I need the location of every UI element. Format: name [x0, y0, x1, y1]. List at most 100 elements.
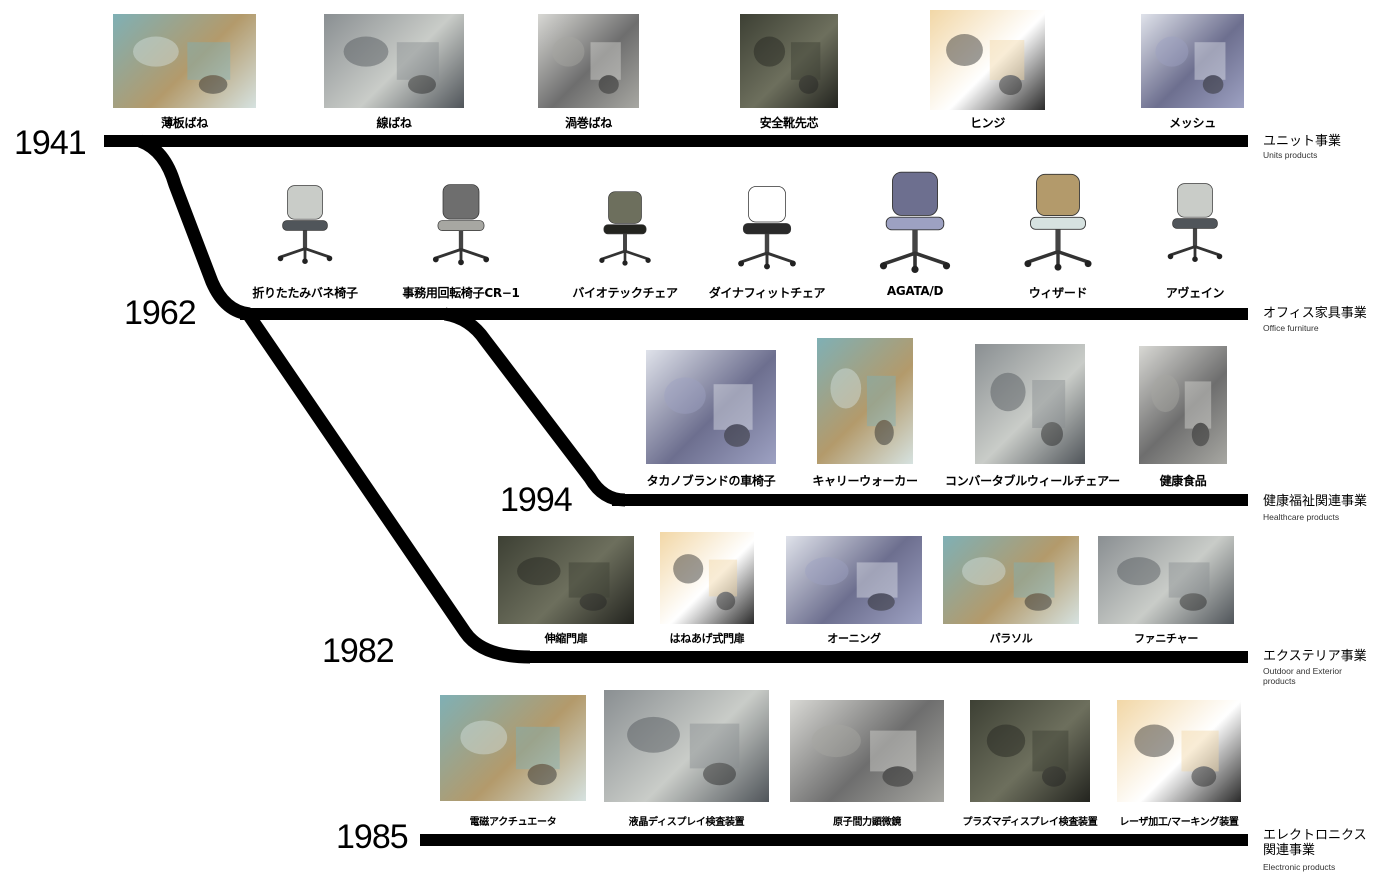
year-1982: 1982	[322, 632, 395, 670]
year-1985: 1985	[336, 818, 409, 856]
product-label: プラズマディスプレイ検査装置	[962, 817, 1098, 828]
product-office-6: アヴェイン	[1160, 162, 1230, 300]
category-electronics-subtitle: Electronic products	[1263, 862, 1336, 872]
product-label: アヴェイン	[1165, 286, 1225, 300]
product-label: キャリーウォーカー	[812, 474, 918, 488]
dynafit-chair-photo	[730, 172, 804, 278]
safety-shoe-toe-cap-photo	[740, 14, 838, 108]
category-office-title: オフィス家具事業	[1263, 306, 1367, 321]
carry-walker-photo	[817, 338, 913, 464]
product-label: 渦巻ばね	[565, 116, 612, 130]
wire-spring-photo	[324, 14, 464, 108]
product-label: 電磁アクチュエータ	[469, 817, 557, 828]
product-electronics-2: 原子間力顕微鏡	[790, 700, 944, 829]
year-1994: 1994	[500, 481, 573, 519]
product-office-4: AGATA/D	[870, 160, 960, 300]
product-office-0: 折りたたみバネ椅子	[252, 168, 358, 300]
product-units-3: 安全靴先芯	[740, 14, 838, 130]
product-electronics-1: 液晶ディスプレイ検査装置	[604, 690, 769, 829]
category-healthcare-subtitle: Healthcare products	[1263, 512, 1340, 522]
spiral-spring-photo	[538, 14, 639, 108]
product-label: ダイナフィットチェア	[708, 286, 826, 300]
agata-chair-photo	[870, 160, 960, 278]
parasol-photo	[943, 536, 1079, 624]
product-electronics-3: プラズマディスプレイ検査装置	[963, 700, 1098, 829]
product-label: 健康食品	[1159, 474, 1207, 488]
product-label: AGATA/D	[886, 284, 944, 298]
product-label: 安全靴先芯	[759, 116, 819, 130]
product-electronics-0: 電磁アクチュエータ	[440, 695, 586, 829]
product-healthcare-0: タカノブランドの車椅子	[646, 350, 776, 488]
plasma-display-inspection-photo	[970, 700, 1090, 802]
wizard-chair-photo	[1015, 160, 1101, 278]
hinge-photo	[930, 10, 1045, 110]
product-label: ウィザード	[1028, 286, 1088, 300]
product-label: 原子間力顕微鏡	[833, 817, 901, 828]
category-healthcare-title: 健康福祉関連事業	[1263, 494, 1368, 509]
product-exterior-3: パラソル	[943, 536, 1079, 646]
thin-plate-spring-photo	[113, 14, 256, 108]
category-office-subtitle: Office furniture	[1263, 323, 1319, 333]
product-office-5: ウィザード	[1015, 160, 1101, 300]
product-label: 液晶ディスプレイ検査装置	[628, 817, 745, 828]
branch-office-to-healthcare	[443, 307, 626, 507]
branch-office-to-exterior	[242, 310, 531, 664]
product-label: 折りたたみバネ椅子	[252, 286, 358, 300]
wheelchair-photo	[646, 350, 776, 464]
product-electronics-4: レーザ加工/マーキング装置	[1117, 700, 1241, 829]
product-label: タカノブランドの車椅子	[646, 474, 776, 488]
product-office-1: 事務用回転椅子CR−1	[402, 166, 520, 300]
awning-photo	[786, 536, 922, 624]
category-units-subtitle: Units products	[1263, 150, 1318, 160]
product-label: バイオテックチェア	[572, 286, 678, 300]
telescopic-gate-photo	[498, 536, 634, 624]
category-units-title: ユニット事業	[1263, 134, 1342, 149]
product-units-4: ヒンジ	[930, 10, 1045, 130]
electromagnetic-actuator-photo	[440, 695, 586, 801]
mesh-photo	[1141, 14, 1244, 108]
flip-up-gate-photo	[660, 532, 754, 624]
product-office-3: ダイナフィットチェア	[709, 172, 826, 300]
category-exterior-subtitle: Outdoor and Exterior products	[1263, 666, 1342, 686]
branch-units-to-office	[137, 134, 251, 321]
product-label: はねあげ式門扉	[669, 632, 745, 645]
year-1962: 1962	[124, 294, 197, 332]
product-units-5: メッシュ	[1141, 14, 1244, 130]
product-label: メッシュ	[1169, 116, 1216, 130]
year-1941: 1941	[14, 124, 87, 162]
health-food-photo	[1139, 346, 1227, 464]
laser-marking-machine-photo	[1117, 700, 1241, 802]
avein-chair-photo	[1160, 162, 1230, 278]
furniture-photo	[1098, 536, 1234, 624]
product-label: コンバータブルウィールチェアー	[945, 474, 1120, 488]
atomic-force-microscope-photo	[790, 700, 944, 802]
product-label: ファニチャー	[1133, 632, 1199, 645]
product-units-1: 線ばね	[324, 14, 464, 130]
product-label: 伸縮門扉	[544, 632, 588, 645]
product-healthcare-1: キャリーウォーカー	[812, 338, 918, 488]
product-exterior-1: はねあげ式門扉	[660, 532, 754, 646]
product-label: ヒンジ	[969, 116, 1006, 130]
product-exterior-4: ファニチャー	[1098, 536, 1234, 646]
lcd-inspection-equipment-photo	[604, 690, 769, 802]
product-exterior-2: オーニング	[786, 536, 922, 646]
convertible-wheelchair-photo	[975, 344, 1085, 464]
product-label: 事務用回転椅子CR−1	[402, 286, 520, 300]
product-label: パラソル	[989, 632, 1033, 645]
folding-chair-photo	[270, 168, 340, 276]
product-exterior-0: 伸縮門扉	[498, 536, 634, 646]
product-label: レーザ加工/マーキング装置	[1119, 817, 1239, 828]
product-healthcare-2: コンバータブルウィールチェアー	[945, 344, 1120, 488]
category-exterior-title: エクステリア事業	[1263, 649, 1367, 664]
swivel-chair-photo	[425, 166, 497, 278]
product-label: 線ばね	[376, 116, 412, 130]
biotech-chair-photo	[592, 174, 658, 278]
product-units-2: 渦巻ばね	[538, 14, 639, 130]
product-label: 薄板ばね	[161, 116, 208, 130]
product-healthcare-3: 健康食品	[1139, 346, 1227, 488]
category-electronics-title: エレクトロニクス 関連事業	[1263, 828, 1367, 858]
product-office-2: バイオテックチェア	[572, 174, 678, 300]
product-units-0: 薄板ばね	[113, 14, 256, 130]
